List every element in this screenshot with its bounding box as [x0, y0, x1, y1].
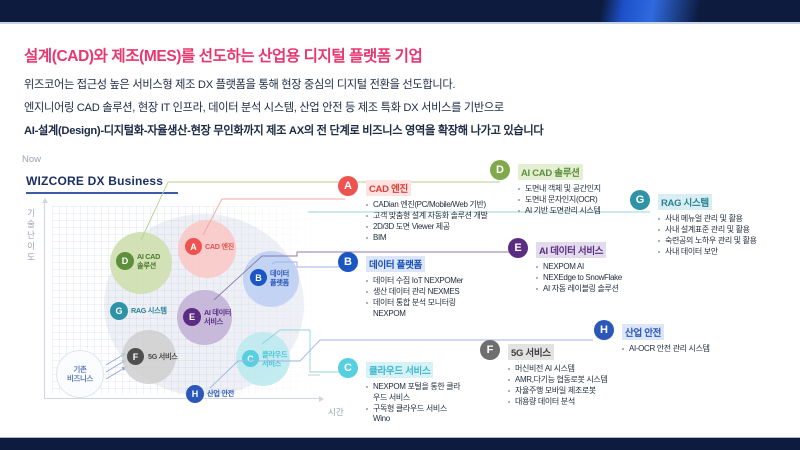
- subtitle-line-1: 위즈코어는 접근성 높은 서비스형 제조 DX 플랫폼을 통해 현장 중심의 디…: [24, 79, 456, 91]
- callout-card-F[interactable]: F 5G 서비스 머신비전 AI 시스템 AMR,다기능 협동로봇 시스템 자율…: [480, 340, 610, 408]
- card-H-title: 산업 안전: [622, 324, 665, 340]
- card-H-list: AI-OCR 안전 관리 시스템: [622, 344, 710, 355]
- card-E-badge: E: [508, 238, 528, 258]
- card-B-list: 데이터 수집 IoT NEXPOMer 생산 데이터 관리 NEXMES 데이터…: [366, 276, 478, 319]
- list-item: 데이터 수집 IoT NEXPOMer: [366, 276, 478, 287]
- bubble-badge-D[interactable]: D: [116, 252, 134, 270]
- list-item: 도면내 문자인지(OCR): [518, 195, 601, 206]
- list-item: 머신비전 AI 시스템: [508, 364, 608, 375]
- list-item: 도면내 객체 및 공간인지: [518, 184, 601, 195]
- list-item: 사내 설계표준 관리 및 활용: [658, 225, 757, 236]
- list-item: AI-OCR 안전 관리 시스템: [622, 344, 710, 355]
- page-title: 설계(CAD)와 제조(MES)를 선도하는 산업용 디지털 플랫폼 기업: [24, 48, 423, 65]
- card-F-title: 5G 서비스: [508, 344, 554, 360]
- card-D-badge: D: [490, 160, 510, 180]
- card-E-head: E AI 데이터 서비스: [508, 238, 622, 258]
- card-G-head: G RAG 시스템: [630, 190, 757, 210]
- bubble-badge-H[interactable]: H: [186, 385, 204, 403]
- card-E-list: NEXPOM AI NEXEdge to SnowFlake AI 자동 레이블…: [536, 262, 622, 295]
- y-axis-label: 기술난이도: [27, 208, 35, 262]
- card-C-title: 클라우드 서비스: [366, 362, 434, 378]
- subtitle-line-3: AI-설계(Design)-디지털화-자율생산-현장 무인화까지 제조 AX의 …: [24, 125, 544, 137]
- list-item: 숙련공의 노하우 관리 및 활용: [658, 236, 757, 247]
- list-item: 사내 메뉴얼 관리 및 활용: [658, 214, 757, 225]
- card-B-title: 데이터 플랫폼: [366, 256, 425, 272]
- card-D-head: D AI CAD 솔루션: [490, 160, 601, 180]
- list-item: NEXPOM AI: [536, 262, 622, 273]
- chart-title-underline: [26, 192, 178, 194]
- list-item: 데이터 통합 분석 모니터링 NEXPOM: [366, 298, 478, 319]
- bottom-divider-rule: [0, 437, 800, 438]
- top-diagonal-accent: [590, 0, 800, 22]
- bottom-decorative-band: [0, 438, 800, 450]
- bubble-label-G: RAG 시스템: [131, 306, 167, 315]
- list-item: 대용량 데이터 분석: [508, 397, 608, 408]
- card-A-list: CADian 엔진(PC/Mobile/Web 기반) 고객 맞춤형 설계 자동…: [366, 200, 488, 244]
- bubble-badge-C[interactable]: C: [242, 350, 259, 367]
- callout-card-C[interactable]: C 클라우드 서비스 NEXPOM 포털을 통한 클라우드 서비스 구독형 클라…: [338, 358, 468, 425]
- callout-card-D[interactable]: D AI CAD 솔루션 도면내 객체 및 공간인지 도면내 문자인지(OCR)…: [490, 160, 601, 217]
- card-C-head: C 클라우드 서비스: [338, 358, 468, 378]
- card-F-badge: F: [480, 340, 500, 360]
- card-C-badge: C: [338, 358, 358, 378]
- bubble-label-H: 산업 안전: [207, 389, 234, 398]
- y-axis-line: [41, 198, 48, 398]
- list-item: CADian 엔진(PC/Mobile/Web 기반): [366, 200, 488, 211]
- card-F-list: 머신비전 AI 시스템 AMR,다기능 협동로봇 시스템 자율주행 모바일 제조…: [508, 364, 608, 408]
- list-item: 자율주행 모바일 제조로봇: [508, 386, 608, 397]
- bubble-badge-G[interactable]: G: [110, 302, 128, 320]
- legacy-business-line1: 기존: [73, 365, 87, 374]
- bubble-label-F: 5G 서비스: [148, 352, 178, 361]
- card-G-title: RAG 시스템: [658, 194, 712, 210]
- bubble-label-A: CAD 엔진: [205, 242, 234, 251]
- bubble-badge-F[interactable]: F: [127, 348, 144, 365]
- card-C-list: NEXPOM 포털을 통한 클라우드 서비스 구독형 클라우드 서비스 Wino: [366, 382, 464, 425]
- callout-card-A[interactable]: A CAD 엔진 CADian 엔진(PC/Mobile/Web 기반) 고객 …: [338, 176, 488, 244]
- list-item: 2D/3D 도면 Viewer 제공: [366, 222, 488, 233]
- subtitle-line-2: 엔지니어링 CAD 솔루션, 현장 IT 인프라, 데이터 분석 시스템, 산업…: [24, 102, 504, 114]
- list-item: AI 자동 레이블링 솔루션: [536, 284, 622, 295]
- list-item: NEXEdge to SnowFlake: [536, 273, 622, 284]
- now-label: Now: [22, 154, 42, 165]
- bubble-badge-A[interactable]: A: [185, 238, 202, 255]
- bubble-badge-E[interactable]: E: [183, 308, 201, 326]
- card-G-badge: G: [630, 190, 650, 210]
- legacy-business-bubble: 기존 비즈니스: [56, 350, 104, 398]
- x-axis-label: 시간: [328, 407, 344, 417]
- list-item: NEXPOM 포털을 통한 클라우드 서비스: [366, 382, 464, 403]
- callout-card-H[interactable]: H 산업 안전 AI-OCR 안전 관리 시스템: [594, 320, 710, 355]
- card-H-head: H 산업 안전: [594, 320, 710, 340]
- list-item: 구독형 클라우드 서비스 Wino: [366, 404, 464, 425]
- chart-title: WIZCORE DX Business: [26, 174, 164, 188]
- card-G-list: 사내 메뉴얼 관리 및 활용 사내 설계표준 관리 및 활용 숙련공의 노하우 …: [658, 214, 757, 258]
- card-F-head: F 5G 서비스: [480, 340, 610, 360]
- list-item: 생산 데이터 관리 NEXMES: [366, 287, 478, 298]
- card-D-list: 도면내 객체 및 공간인지 도면내 문자인지(OCR) AI 기반 도면관리 시…: [518, 184, 601, 217]
- card-B-badge: B: [338, 252, 358, 272]
- callout-card-E[interactable]: E AI 데이터 서비스 NEXPOM AI NEXEdge to SnowFl…: [508, 238, 622, 295]
- list-item: AI 기반 도면관리 시스템: [518, 206, 601, 217]
- card-A-head: A CAD 엔진: [338, 176, 488, 196]
- card-A-badge: A: [338, 176, 358, 196]
- bubble-badge-B[interactable]: B: [250, 269, 267, 286]
- list-item: 고객 맞춤형 설계 자동화 솔루션 개발: [366, 211, 488, 222]
- callout-card-G[interactable]: G RAG 시스템 사내 메뉴얼 관리 및 활용 사내 설계표준 관리 및 활용…: [630, 190, 757, 258]
- card-H-badge: H: [594, 320, 614, 340]
- card-E-title: AI 데이터 서비스: [536, 242, 607, 258]
- list-item: AMR,다기능 협동로봇 시스템: [508, 375, 608, 386]
- card-B-head: B 데이터 플랫폼: [338, 252, 476, 272]
- card-D-title: AI CAD 솔루션: [518, 164, 583, 180]
- callout-card-B[interactable]: B 데이터 플랫폼 데이터 수집 IoT NEXPOMer 생산 데이터 관리 …: [338, 252, 476, 320]
- x-axis-line: [44, 395, 324, 402]
- top-divider-rule: [0, 22, 800, 24]
- legacy-business-line2: 비즈니스: [67, 374, 93, 383]
- list-item: BIM: [366, 233, 488, 244]
- list-item: 사내 데이터 보안: [658, 247, 757, 258]
- card-A-title: CAD 엔진: [366, 180, 411, 196]
